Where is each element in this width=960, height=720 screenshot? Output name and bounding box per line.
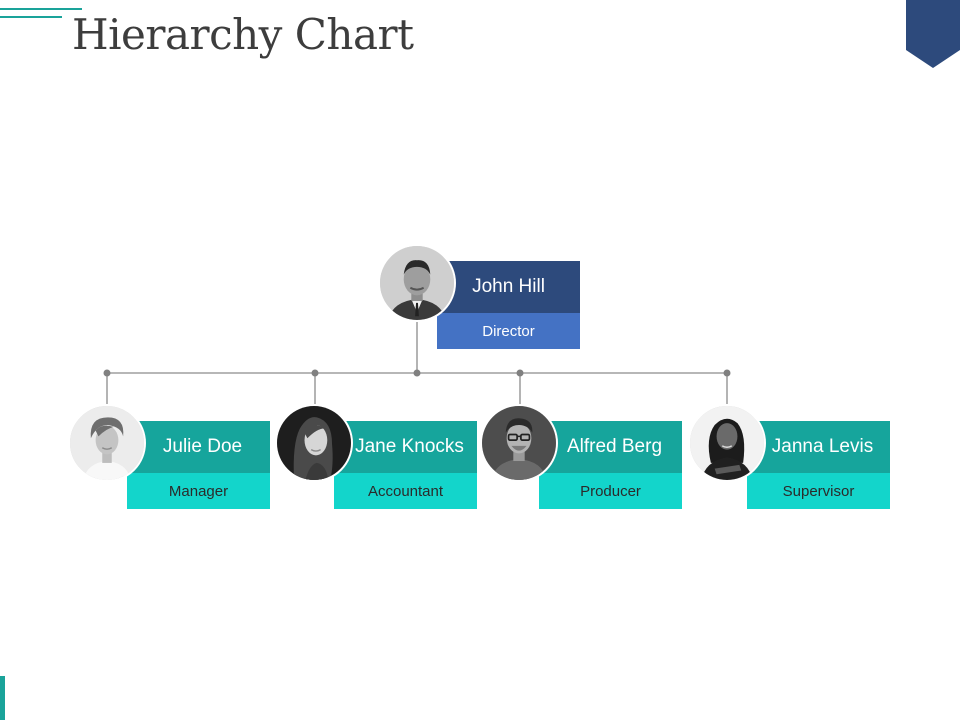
node-role-box: Producer [539, 473, 682, 509]
node-name-box: Janna Levis [747, 421, 890, 473]
avatar-photo [480, 404, 558, 482]
org-node-child-2: Jane Knocks Accountant [275, 404, 499, 509]
page-title: Hierarchy Chart [72, 10, 414, 59]
node-name-box: Alfred Berg [539, 421, 682, 473]
avatar-photo [688, 404, 766, 482]
title-accent-line-bottom [0, 16, 62, 18]
connector-dot-root [413, 369, 421, 377]
org-node-child-1: Julie Doe Manager [68, 404, 292, 509]
node-name: Julie Doe [162, 436, 243, 457]
org-node-child-4: Janna Levis Supervisor [688, 404, 912, 509]
title-accent-line-top [0, 8, 82, 10]
bottom-left-accent-bar [0, 676, 5, 720]
man-portrait-icon [380, 246, 454, 320]
corner-bookmark-icon [906, 0, 960, 68]
avatar-photo [378, 244, 456, 322]
node-role-box: Director [437, 313, 580, 349]
avatar-photo [68, 404, 146, 482]
node-name: Alfred Berg [566, 436, 663, 457]
node-name: Janna Levis [771, 436, 874, 457]
node-name-box: Jane Knocks [334, 421, 477, 473]
man-glasses-portrait-icon [482, 406, 556, 480]
connector-dot-1 [103, 369, 111, 377]
node-role: Supervisor [782, 482, 855, 500]
connector-dot-2 [311, 369, 319, 377]
node-role: Manager [168, 482, 229, 500]
woman-portrait-icon [690, 406, 764, 480]
connector-dot-3 [516, 369, 524, 377]
node-name-box: John Hill [437, 261, 580, 313]
node-role-box: Accountant [334, 473, 477, 509]
connector-dot-4 [723, 369, 731, 377]
node-role: Producer [580, 482, 641, 500]
org-node-root: John Hill Director [378, 244, 602, 349]
node-name-box: Julie Doe [127, 421, 270, 473]
node-name: John Hill [472, 276, 545, 297]
node-role: Director [482, 322, 535, 340]
woman-portrait-icon [277, 406, 351, 480]
org-node-child-3: Alfred Berg Producer [480, 404, 704, 509]
node-role: Accountant [367, 482, 444, 500]
node-role-box: Manager [127, 473, 270, 509]
node-name: Jane Knocks [355, 436, 464, 457]
avatar-photo [275, 404, 353, 482]
woman-portrait-icon [70, 406, 144, 480]
node-role-box: Supervisor [747, 473, 890, 509]
